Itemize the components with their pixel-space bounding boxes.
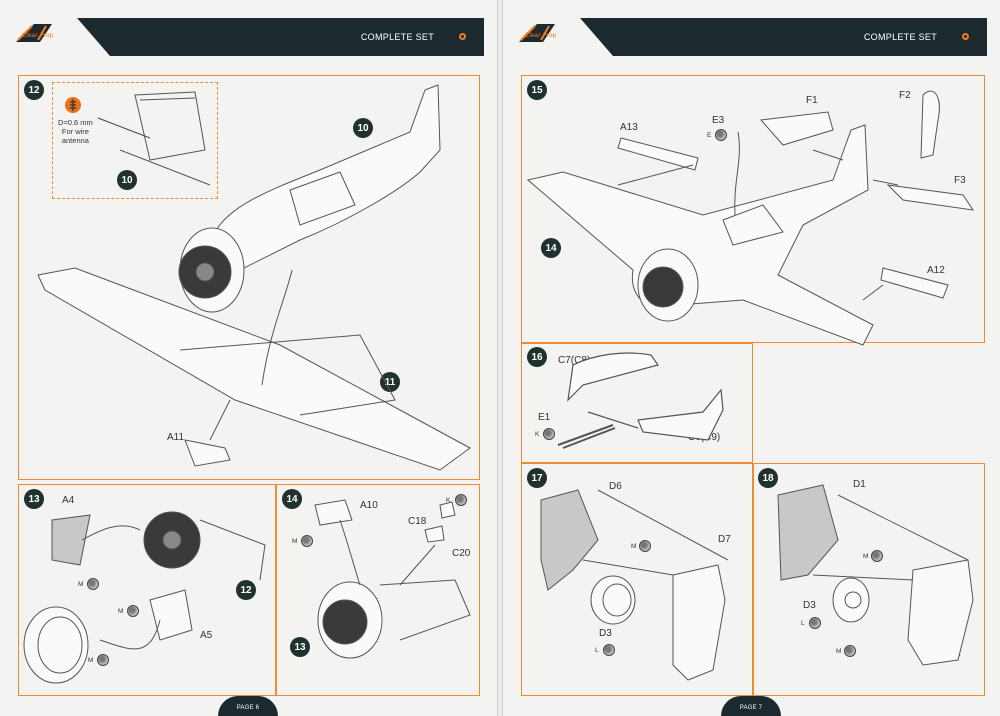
right-page-footer: PAGE 7 xyxy=(721,696,781,716)
step-13-panel xyxy=(18,484,276,696)
header-dot-icon xyxy=(962,33,969,40)
paint-code-m: M xyxy=(863,553,869,560)
step-18-gear-drawing xyxy=(777,484,974,666)
brand-logo-icon: Clear Prop xyxy=(519,24,557,42)
paint-marker-icon xyxy=(809,617,821,629)
step-17-badge: 17 xyxy=(527,468,547,488)
paint-code-m: M xyxy=(836,648,842,655)
paint-marker-icon xyxy=(97,654,109,666)
part-c7-label: C7(C8) xyxy=(558,355,591,366)
left-header: COMPLETE SET xyxy=(0,18,484,56)
part-c20-label: C20 xyxy=(452,548,471,559)
step-ref-14: 14 xyxy=(541,238,561,258)
spine-gutter xyxy=(497,0,503,716)
left-page-footer: PAGE 6 xyxy=(218,696,278,716)
part-a10-label: A10 xyxy=(360,500,378,511)
step-ref-13: 13 xyxy=(290,637,310,657)
step-12-aircraft-drawing xyxy=(37,84,471,471)
paint-marker-icon xyxy=(603,644,615,656)
paint-marker-icon xyxy=(87,578,99,590)
paint-code-k: K xyxy=(446,497,451,504)
part-f2-label: F2 xyxy=(899,90,911,101)
part-a12-label: A12 xyxy=(927,265,945,276)
left-page: COMPLETE SET Clear Prop 12 D=0.6 mm For … xyxy=(0,0,497,716)
step-15-panel xyxy=(521,75,985,343)
right-page: COMPLETE SET Clear Prop 15 F1 F2 F3 A13 … xyxy=(503,0,1000,716)
step-14-cowl-drawing xyxy=(314,499,471,659)
part-e3-label: E3 xyxy=(712,115,725,126)
paint-marker-icon xyxy=(844,645,856,657)
part-d3-label: D3 xyxy=(803,600,816,611)
step-16-panel xyxy=(521,343,753,463)
antenna-detail-box xyxy=(52,82,218,199)
part-a11-label: A11 xyxy=(167,432,185,443)
step-15-badge: 15 xyxy=(527,80,547,100)
part-a4-label: A4 xyxy=(62,495,75,506)
step-17-panel xyxy=(521,463,753,696)
svg-text:Prop: Prop xyxy=(543,32,557,39)
part-c18-label: C18 xyxy=(408,516,427,527)
paint-marker-icon xyxy=(301,535,313,547)
step-13-badge: 13 xyxy=(24,489,44,509)
step-16-canopy-drawing xyxy=(557,352,724,449)
step-12-badge: 12 xyxy=(24,80,44,100)
part-f1-label: F1 xyxy=(806,95,818,106)
part-d1-label: D1 xyxy=(853,479,866,490)
step-15-aircraft-drawing xyxy=(526,90,975,346)
part-a13-label: A13 xyxy=(620,122,638,133)
step-18-badge: 18 xyxy=(758,468,778,488)
paint-code-l: L xyxy=(595,647,599,654)
paint-code-l: L xyxy=(801,620,805,627)
svg-text:Clear: Clear xyxy=(22,32,38,39)
paint-code-m: M xyxy=(292,538,298,545)
step-12-panel xyxy=(18,75,480,480)
header-title: COMPLETE SET xyxy=(360,32,434,42)
step-ref-10: 10 xyxy=(353,118,373,138)
right-page-number: PAGE 7 xyxy=(739,705,763,711)
right-header: COMPLETE SET xyxy=(503,18,987,56)
step-ref-12: 12 xyxy=(236,580,256,600)
drill-icon xyxy=(65,97,81,113)
svg-text:Clear: Clear xyxy=(525,32,541,39)
step-14-panel xyxy=(276,484,480,696)
paint-code-m: M xyxy=(631,543,637,550)
brand-logo-icon: Clear Prop xyxy=(16,24,54,42)
left-page-number: PAGE 6 xyxy=(236,705,260,711)
header-dot-icon xyxy=(459,33,466,40)
part-d6-label: D6 xyxy=(609,481,622,492)
part-a5-label: A5 xyxy=(200,630,213,641)
header-title: COMPLETE SET xyxy=(863,32,937,42)
step-16-badge: 16 xyxy=(527,347,547,367)
paint-code-m: M xyxy=(88,657,94,664)
paint-marker-icon xyxy=(127,605,139,617)
paint-code-m: M xyxy=(118,608,124,615)
step-18-panel xyxy=(753,463,985,696)
antenna-note: D=0.6 mm For wire antenna xyxy=(58,118,93,145)
svg-text:Prop: Prop xyxy=(40,32,54,39)
paint-code-k: K xyxy=(535,431,540,438)
part-d3-label: D3 xyxy=(599,628,612,639)
part-e1-label: E1 xyxy=(538,412,551,423)
step-ref-10-detail: 10 xyxy=(117,170,137,190)
paint-marker-icon xyxy=(871,550,883,562)
paint-marker-icon xyxy=(455,494,467,506)
step-17-gear-drawing xyxy=(540,489,729,681)
paint-code-m: M xyxy=(78,581,84,588)
step-ref-11: 11 xyxy=(380,372,400,392)
step-14-badge: 14 xyxy=(282,489,302,509)
part-f3-label: F3 xyxy=(954,175,966,186)
paint-code-e: E xyxy=(707,132,712,139)
paint-marker-icon xyxy=(715,129,727,141)
part-d7-label: D7 xyxy=(718,534,731,545)
paint-marker-icon xyxy=(543,428,555,440)
paint-marker-icon xyxy=(639,540,651,552)
step-13-engine-drawing xyxy=(23,511,266,684)
